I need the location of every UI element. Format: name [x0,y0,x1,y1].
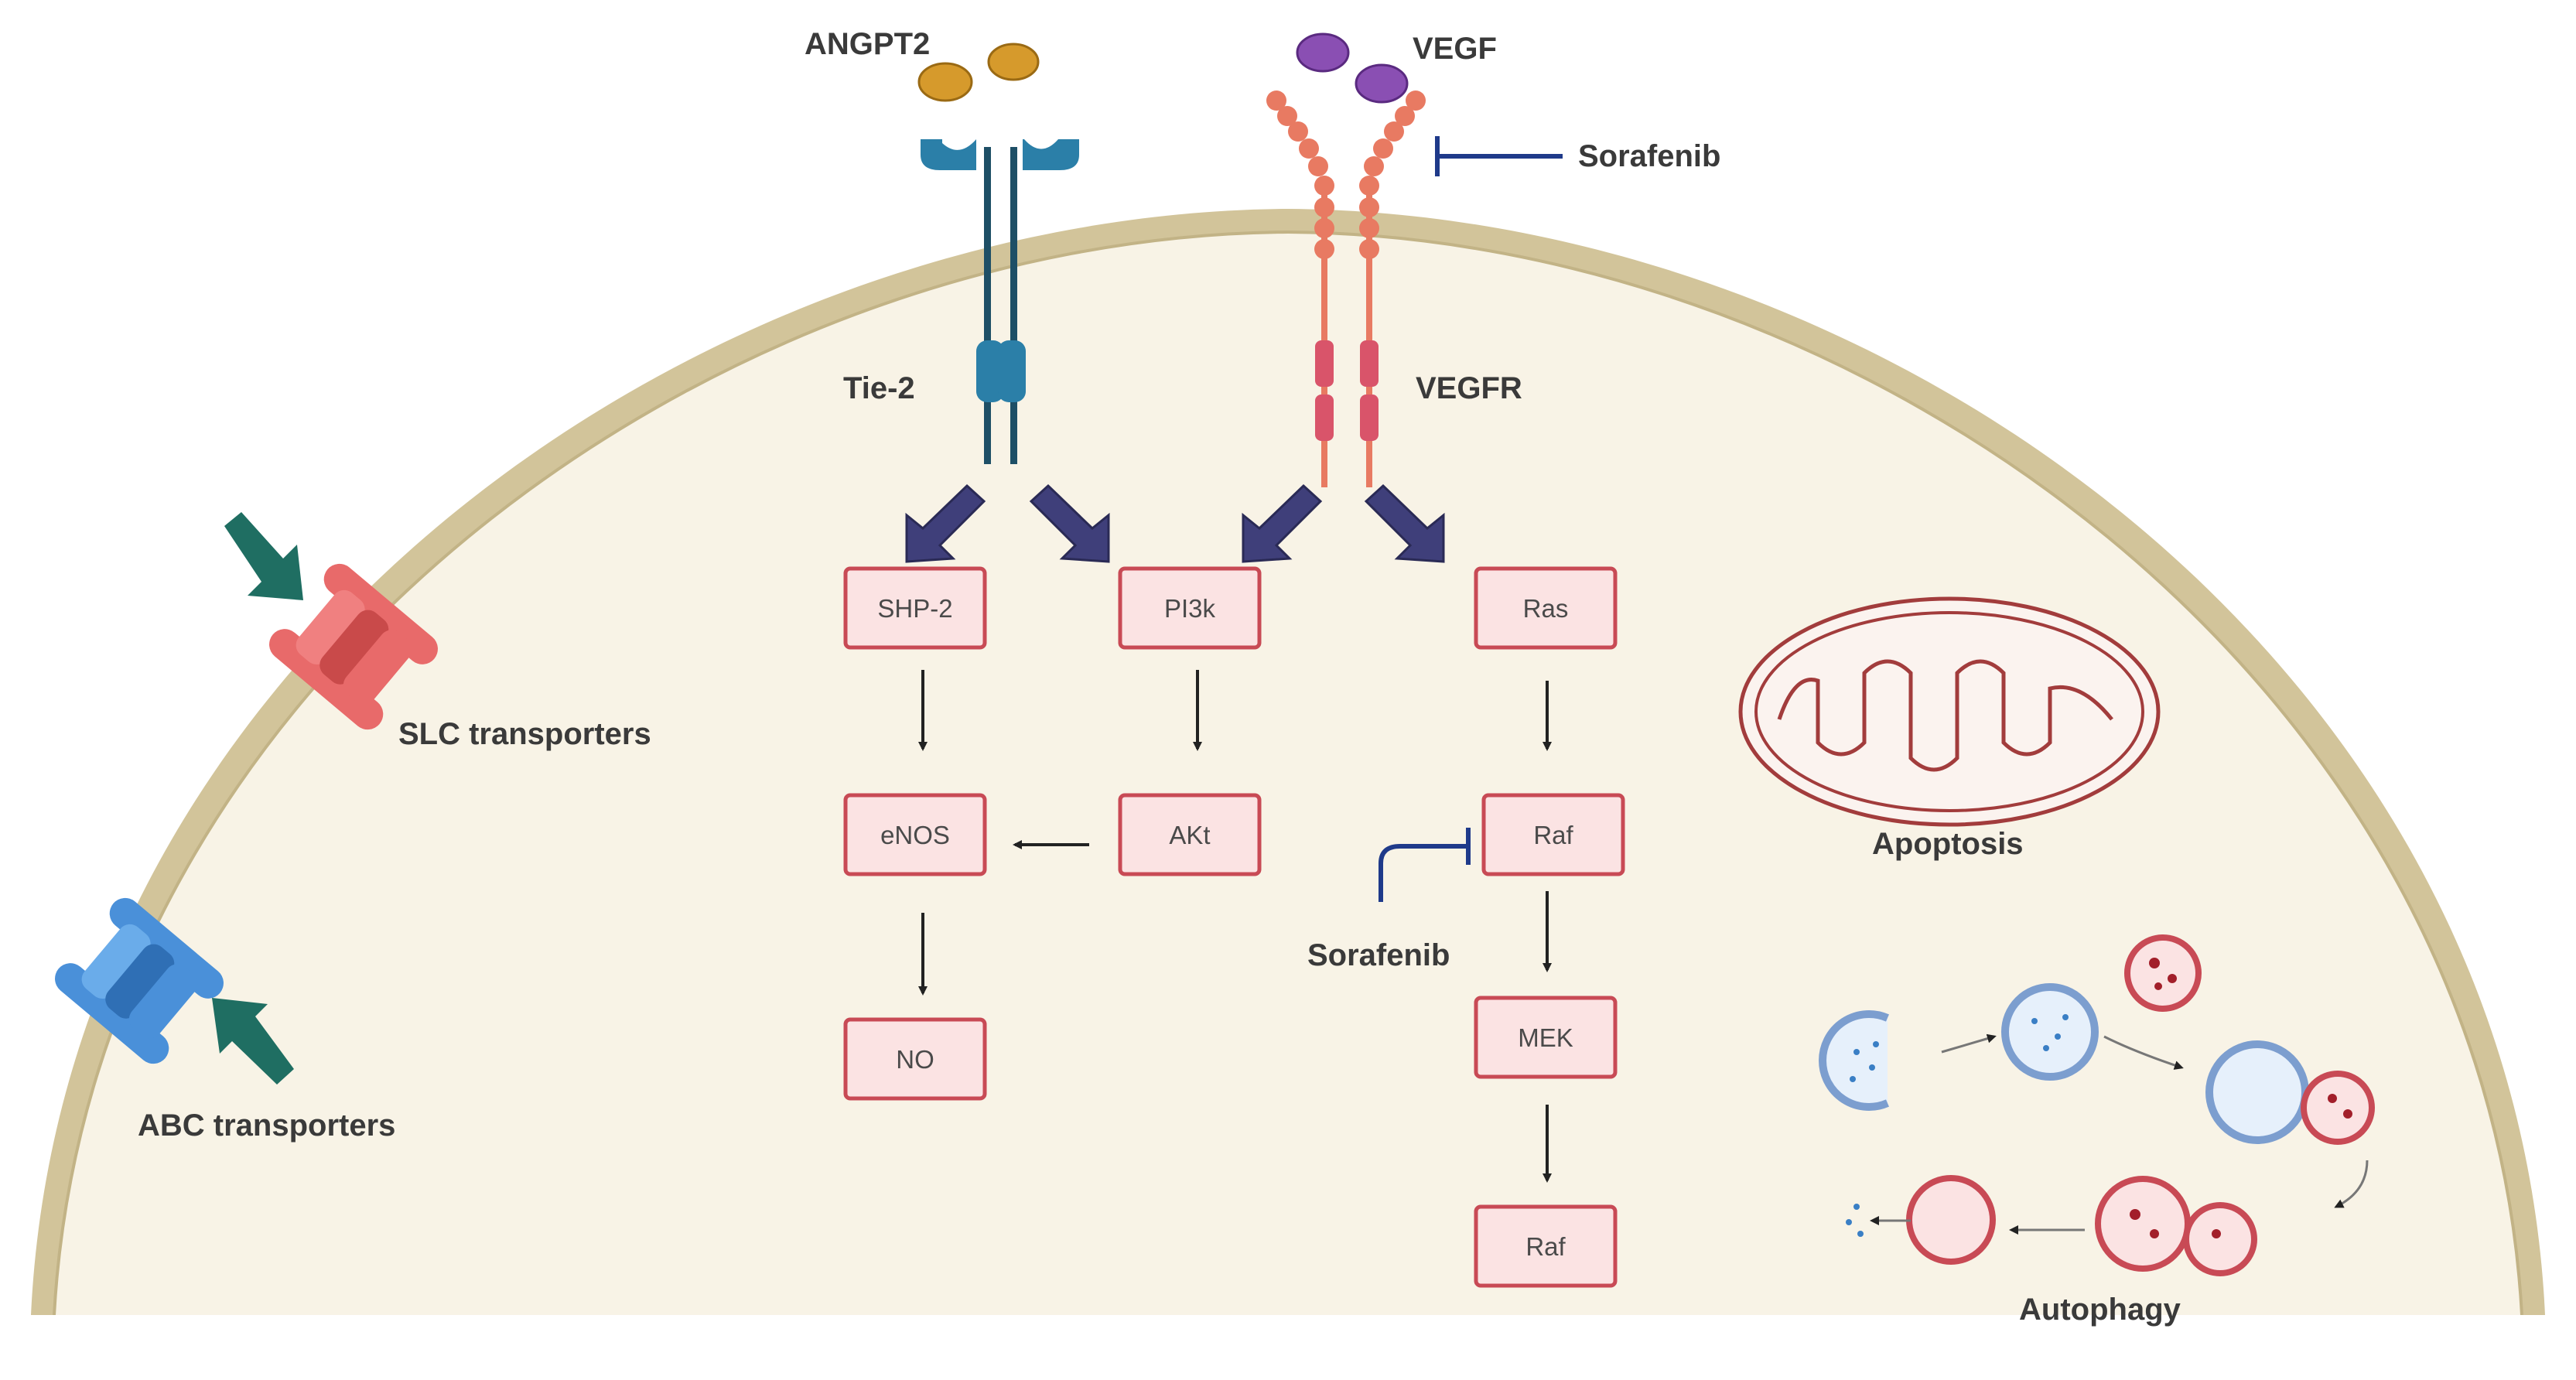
angpt2-ligand-2 [987,43,1040,81]
thin-arrows [918,670,1552,1183]
tie2-receptor-icon [921,139,1079,464]
cell-membrane-inner-line [53,230,2523,1316]
tie2-label: Tie-2 [843,371,915,405]
box-enos: eNOS [843,793,987,876]
vegf-label: VEGF [1413,32,1497,66]
vegf-ligand-1 [1296,32,1350,73]
arrow-tie2-pi3k [1029,483,1110,563]
cell [0,209,2576,1380]
transporter-icon [55,897,224,1064]
box-raf-1: Raf [1481,793,1625,876]
vegf-ligand-2 [1355,63,1409,104]
pathway-arrows [905,483,1445,563]
ligand-icon [1296,32,1409,104]
box-ras-label: Ras [1523,594,1569,623]
arrow-vegfr-pi3k [1242,483,1323,563]
box-mek-label: MEK [1518,1023,1573,1052]
box-ras: Ras [1474,566,1618,650]
degradation-vesicle [1906,1175,1996,1265]
box-pi3k: PI3k [1118,566,1262,650]
arrow-vegfr-ras [1364,483,1445,563]
autophagy-vesicle-icon [1819,934,2375,1276]
angpt2-label: ANGPT2 [805,27,930,61]
sorafenib-mid-label: Sorafenib [1307,938,1450,972]
vegfr-label: VEGFR [1416,371,1522,405]
box-mek: MEK [1474,996,1618,1079]
lysosome [2124,934,2202,1012]
box-no-label: NO [896,1045,934,1074]
vegfr-receptor-icon [1266,91,1426,487]
cell-cytoplasm [54,232,2522,1315]
pathway-boxes: SHP-2 PI3k Ras eNOS AKt Raf NO MEK [843,566,1625,1288]
box-raf-1-label: Raf [1533,821,1573,849]
bottom-margin [0,1315,2576,1380]
slc-label: SLC transporters [398,717,651,751]
box-no: NO [843,1017,987,1101]
inhibition-icon [1435,136,1563,176]
abc-label: ABC transporters [138,1108,395,1143]
phagophore [1819,1010,1889,1111]
box-shp2-label: SHP-2 [877,594,952,623]
box-pi3k-label: PI3k [1164,594,1216,623]
transporter-arrow-slc [224,512,303,600]
arrow-tie2-shp2 [905,483,986,563]
box-enos-label: eNOS [880,821,950,849]
autophagosome [2001,983,2099,1081]
box-raf-2-label: Raf [1525,1232,1566,1261]
inhibition-icon [1379,828,1471,902]
transporter-arrow-abc [212,998,294,1085]
autophagy-arrows [1870,1033,2369,1235]
box-akt-label: AKt [1169,821,1210,849]
transporter-icon [269,563,438,730]
box-shp2: SHP-2 [843,566,987,650]
sorafenib-top-label: Sorafenib [1578,139,1720,173]
apoptosis-label: Apoptosis [1872,827,2024,861]
mitochondrion-icon [1738,596,2161,827]
autolysosome-left [2095,1176,2191,1272]
fusion-lysosome [2301,1071,2375,1145]
box-raf-2: Raf [1474,1204,1618,1288]
autolysosome-right [2183,1202,2257,1276]
fusion-autophagosome [2205,1040,2309,1144]
autophagy-label: Autophagy [2019,1293,2181,1327]
angpt2-ligand-1 [917,62,973,102]
ligand-icon [917,43,1040,102]
box-akt: AKt [1118,793,1262,876]
